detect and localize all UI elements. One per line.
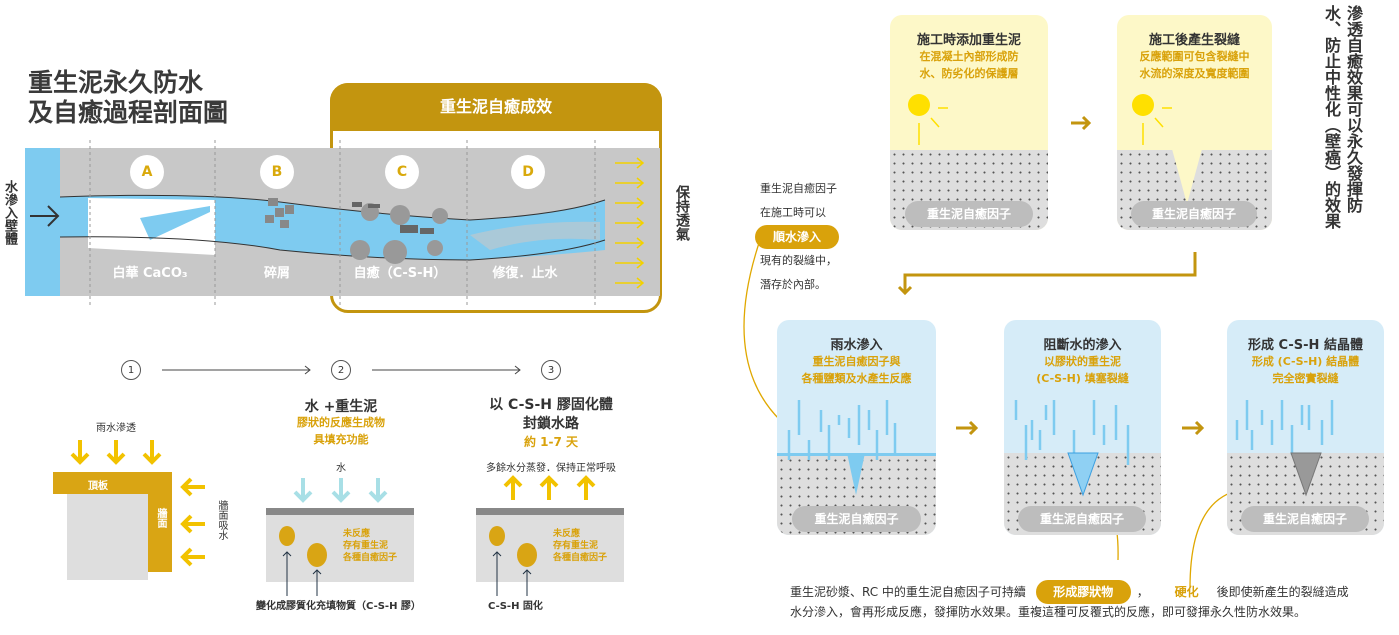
vertical-title: 滲透自癒效果可以永久發揮防水、防止中性化（壁癌）的效果 bbox=[1322, 5, 1363, 229]
card-add-mud: 施工時添加重生泥在混凝土內部形成防水、防劣化的保護層 重生泥自癒因子 bbox=[890, 15, 1048, 230]
wall-absorb-label: 牆面吸水 bbox=[216, 500, 227, 540]
card-block: 阻斷水的滲入以膠狀的重生泥(C-S-H) 填塞裂縫 重生泥自癒因子 bbox=[1004, 320, 1161, 535]
water-enter-label: 水滲入壁體 bbox=[2, 180, 17, 245]
self-heal-header: 重生泥自癒成效 bbox=[330, 83, 662, 131]
breathable-label: 保持透氣 bbox=[674, 185, 690, 241]
stage-d-badge: D bbox=[511, 155, 545, 189]
factor-pill: 重生泥自癒因子 bbox=[1131, 201, 1257, 227]
rain-seep-label: 雨水滲透 bbox=[96, 423, 136, 434]
step2-water: 水 bbox=[336, 463, 346, 474]
step2-sub2: 具填充功能 bbox=[313, 433, 369, 446]
wall-label: 牆面 bbox=[155, 508, 166, 528]
stage-d-label: 修復．止水 bbox=[492, 266, 558, 281]
step3-evap: 多餘水分蒸發．保持正常呼吸 bbox=[486, 463, 616, 474]
step3-bottom: C-S-H 固化 bbox=[488, 601, 543, 612]
bottom-line-2: 水分滲入，會再形成反應，發揮防水效果。重複這種可反覆式的反應，即可發揮永久性防水… bbox=[790, 605, 1307, 619]
factor-pill: 重生泥自癒因子 bbox=[1241, 506, 1369, 532]
card-crystal: 形成 C-S-H 結晶體形成 (C-S-H) 結晶體完全密實裂縫 重生泥自癒因子 bbox=[1227, 320, 1384, 535]
factor-pill: 重生泥自癒因子 bbox=[905, 201, 1033, 227]
step2-title: 水 +重生泥 bbox=[304, 399, 378, 415]
step2-bottom: 變化成膠質化充填物質（C-S-H 膠） bbox=[256, 601, 421, 612]
roof-label: 頂板 bbox=[88, 481, 108, 492]
flow-in-pill: 順水滲入 bbox=[755, 225, 839, 249]
stage-c-badge: C bbox=[385, 155, 419, 189]
card-rain: 雨水滲入重生泥自癒因子與各種鹽類及水產生反應 重生泥自癒因子 bbox=[777, 320, 936, 535]
factor-pill: 重生泥自癒因子 bbox=[792, 506, 921, 532]
step-3-badge: 3 bbox=[541, 360, 561, 380]
factor-pill: 重生泥自癒因子 bbox=[1018, 506, 1146, 532]
page-title: 重生泥永久防水及自癒過程剖面圖 bbox=[28, 68, 229, 127]
harden-label: 硬化 bbox=[1174, 585, 1199, 599]
step2-sub1: 膠狀的反應生成物 bbox=[297, 416, 385, 429]
stage-a-label: 白華 CaCO₃ bbox=[112, 266, 188, 281]
step-1-badge: 1 bbox=[121, 360, 141, 380]
steps-graphics bbox=[53, 365, 624, 596]
step3-note: 未反應存有重生泥各種自癒因子 bbox=[553, 529, 608, 563]
side-text: 重生泥自癒因子在施工時可以 順水滲入 現有的裂縫中，潛存於內部。 bbox=[755, 177, 839, 297]
bottom-line-1: 重生泥砂漿、RC 中的重生泥自癒因子可持續 形成膠狀物， 硬化後即使新產生的裂縫… bbox=[790, 580, 1349, 604]
gel-pill: 形成膠狀物 bbox=[1035, 580, 1131, 604]
step-2-badge: 2 bbox=[331, 360, 351, 380]
step3-title: 以 C-S-H 膠固化體封鎖水路 bbox=[489, 397, 613, 432]
stage-b-label: 碎屑 bbox=[263, 266, 291, 281]
step2-note: 未反應存有重生泥各種自癒因子 bbox=[343, 529, 398, 563]
card-crack: 施工後產生裂縫反應範圍可包含裂縫中水流的深度及寬度範圍 重生泥自癒因子 bbox=[1117, 15, 1272, 230]
stage-c-label: 自癒（C-S-H） bbox=[353, 266, 447, 281]
wall-water bbox=[25, 148, 60, 296]
stage-b-badge: B bbox=[260, 155, 294, 189]
air-arrows bbox=[615, 157, 645, 289]
step3-days: 約 1-7 天 bbox=[523, 435, 579, 449]
stage-a-badge: A bbox=[130, 155, 164, 189]
crack-diagram bbox=[30, 140, 645, 305]
